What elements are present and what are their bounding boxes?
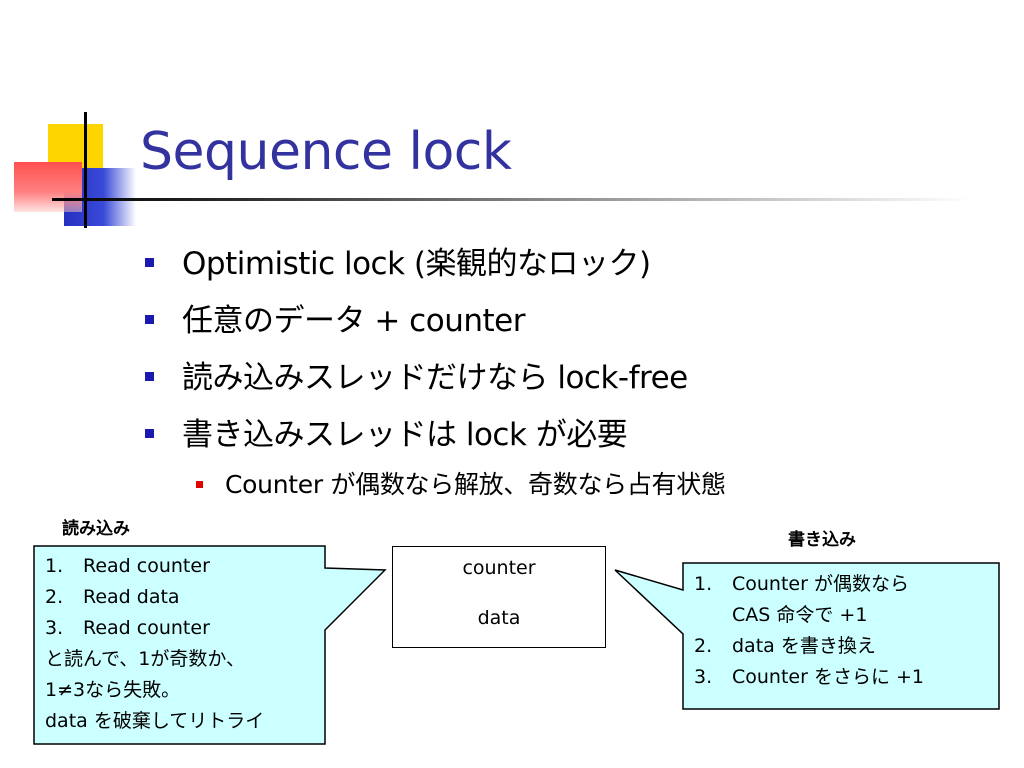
bullet-text: Optimistic lock (楽観的なロック) bbox=[182, 246, 651, 282]
writer-callout-text: 1.Counter が偶数なら CAS 命令で +1 2.data を書き換え … bbox=[694, 569, 924, 693]
blue-square-bullet-icon bbox=[145, 258, 154, 267]
writer-step: 2.data を書き換え bbox=[694, 635, 876, 657]
bullet-text: 書き込みスレッドは lock が必要 bbox=[182, 417, 628, 453]
writer-callout-shape bbox=[614, 562, 1000, 710]
reader-step: 1.Read counter bbox=[45, 555, 210, 577]
blue-square-bullet-icon bbox=[145, 372, 154, 381]
reader-callout-text: 1.Read counter 2.Read data 3.Read counte… bbox=[45, 551, 264, 737]
title-underline bbox=[52, 198, 972, 201]
bullet-text: 任意のデータ + counter bbox=[182, 303, 525, 339]
bullet-item: Optimistic lock (楽観的なロック) bbox=[145, 238, 651, 283]
counter-box: counter bbox=[392, 546, 606, 589]
reader-note: data を破棄してリトライ bbox=[45, 710, 265, 732]
writer-step: CAS 命令で +1 bbox=[732, 604, 868, 626]
sub-bullet-item: Counter が偶数なら解放、奇数なら占有状態 bbox=[196, 465, 726, 501]
slide-title: Sequence lock bbox=[140, 122, 512, 182]
reader-note: と読んで、1が奇数か、 bbox=[45, 648, 245, 670]
bullet-item: 任意のデータ + counter bbox=[145, 295, 525, 340]
reader-label: 読み込み bbox=[62, 519, 130, 539]
blue-square-bullet-icon bbox=[145, 429, 154, 438]
red-square-bullet-icon bbox=[196, 480, 203, 488]
writer-step: 1.Counter が偶数なら bbox=[694, 573, 909, 595]
reader-callout-shape bbox=[33, 545, 387, 745]
writer-step: 3.Counter をさらに +1 bbox=[694, 666, 925, 688]
reader-note: 1≠3なら失敗。 bbox=[45, 679, 181, 701]
blue-square-bullet-icon bbox=[145, 315, 154, 324]
data-box: data bbox=[392, 588, 606, 648]
bullet-item: 読み込みスレッドだけなら lock-free bbox=[145, 352, 688, 397]
sub-bullet-text: Counter が偶数なら解放、奇数なら占有状態 bbox=[225, 470, 726, 499]
bullet-text: 読み込みスレッドだけなら lock-free bbox=[182, 360, 688, 396]
reader-step: 3.Read counter bbox=[45, 617, 210, 639]
writer-label: 書き込み bbox=[788, 530, 856, 550]
logo-red-square-icon bbox=[14, 162, 82, 212]
reader-step: 2.Read data bbox=[45, 586, 180, 608]
logo-vertical-line bbox=[84, 112, 87, 228]
bullet-item: 書き込みスレッドは lock が必要 bbox=[145, 409, 628, 454]
